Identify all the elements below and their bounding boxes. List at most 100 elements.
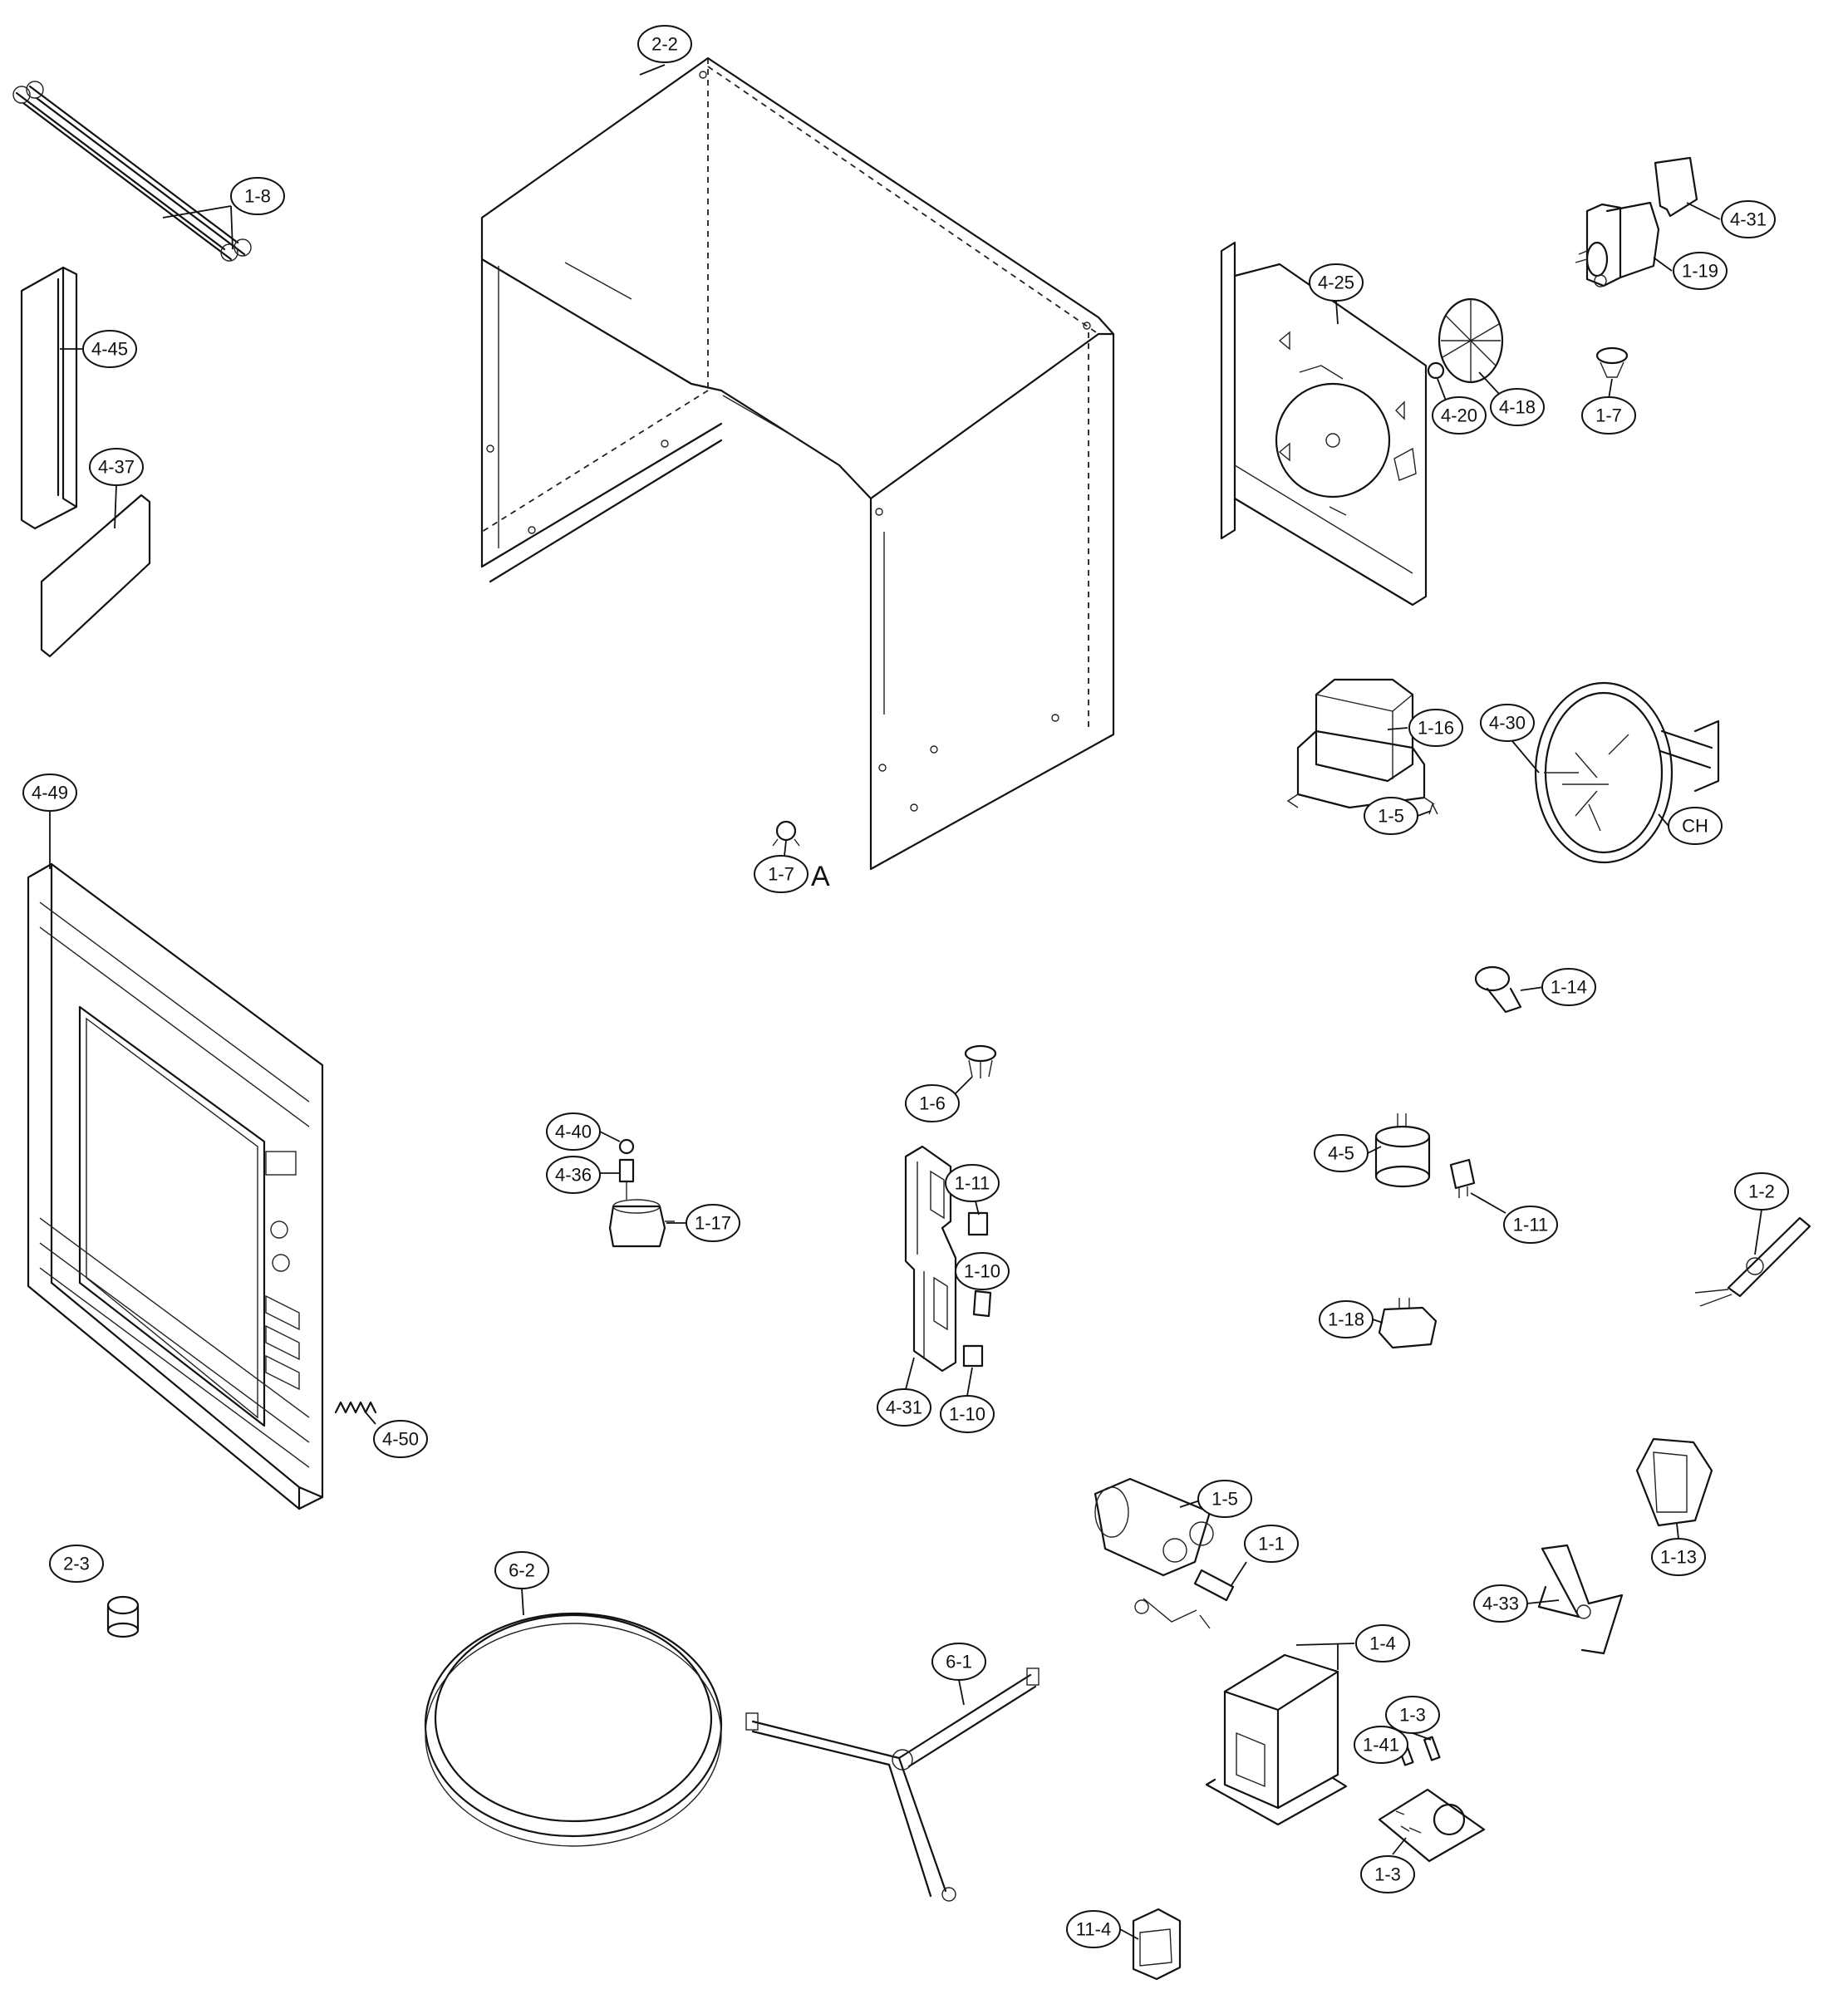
cabinet-foot (106, 1595, 140, 1638)
cabinet-screw-holes (486, 71, 1091, 812)
svg-text:1-8: 1-8 (244, 186, 271, 207)
svg-text:1-16: 1-16 (1418, 718, 1454, 739)
callout-1-41: 1-41 (1354, 1726, 1408, 1764)
convection-fan (1427, 297, 1504, 384)
svg-text:CH: CH (1682, 816, 1708, 837)
callout-11-4: 11-4 (1066, 1910, 1139, 1948)
svg-text:4-45: 4-45 (91, 339, 128, 360)
stirrer-motor (1374, 1113, 1431, 1188)
callout-1-10-b: 1-10 (940, 1367, 995, 1433)
marker-letter: A (811, 861, 830, 892)
svg-text:1-5: 1-5 (1212, 1489, 1238, 1510)
callout-4-18: 4-18 (1478, 371, 1545, 426)
callout-4-31-a: 4-31 (877, 1357, 931, 1427)
callout-1-7-a: 1-7 A (754, 840, 830, 893)
heater-tubes (12, 81, 252, 262)
svg-text:1-11: 1-11 (955, 1173, 990, 1194)
svg-text:1-6: 1-6 (919, 1093, 946, 1114)
callout-1-3-b: 1-3 (1360, 1837, 1415, 1893)
svg-text:1-11: 1-11 (1513, 1215, 1548, 1235)
callout-4-50: 4-50 (365, 1412, 428, 1458)
callout-1-14: 1-14 (1520, 968, 1596, 1006)
svg-text:6-2: 6-2 (509, 1560, 535, 1581)
callout-4-37: 4-37 (89, 448, 144, 529)
fan-motor (1575, 201, 1660, 287)
callout-2-3: 2-3 (49, 1545, 104, 1583)
side-cover (20, 266, 78, 530)
cooling-fan-motor (1635, 1437, 1713, 1527)
callout-1-7-b: 1-7 (1581, 378, 1636, 435)
latch-bracket (904, 1145, 957, 1373)
callout-1-11-a: 1-11 (945, 1164, 1000, 1216)
svg-text:4-40: 4-40 (555, 1122, 592, 1142)
callout-1-1: 1-1 (1231, 1525, 1299, 1586)
callout-4-33: 4-33 (1473, 1584, 1560, 1623)
callout-1-5-a: 1-5 (1364, 797, 1432, 835)
callout-1-3-a: 1-3 (1385, 1696, 1440, 1741)
callout-4-30: 4-30 (1480, 704, 1540, 774)
callout-1-4: 1-4 (1295, 1624, 1410, 1670)
callouts: 2-2 1-8 4-45 4-37 4-49 4-50 (22, 25, 1789, 1948)
callout-4-5: 4-5 (1314, 1134, 1382, 1172)
callout-ch: CH (1658, 807, 1723, 845)
svg-text:1-13: 1-13 (1660, 1547, 1697, 1568)
callout-1-16: 1-16 (1387, 709, 1463, 747)
callout-2-2: 2-2 (637, 25, 692, 76)
svg-text:6-1: 6-1 (946, 1652, 972, 1672)
callout-6-1: 6-1 (931, 1643, 986, 1706)
svg-text:1-2: 1-2 (1748, 1181, 1775, 1202)
svg-text:1-14: 1-14 (1551, 977, 1587, 998)
svg-text:4-37: 4-37 (98, 457, 135, 478)
relay-right (1449, 1158, 1476, 1198)
outer-cabinet (480, 56, 1115, 871)
svg-text:4-31: 4-31 (1730, 209, 1767, 230)
callout-4-31-b: 4-31 (1686, 200, 1776, 238)
noise-filter (1132, 1908, 1182, 1981)
svg-text:1-3: 1-3 (1399, 1705, 1426, 1726)
cooling-fan-blade (1537, 1544, 1624, 1655)
svg-text:4-31: 4-31 (886, 1397, 922, 1418)
callout-4-45: 4-45 (60, 330, 137, 368)
cover-plate (40, 494, 151, 658)
svg-text:1-1: 1-1 (1258, 1534, 1285, 1554)
thermostat-center (964, 1044, 997, 1078)
svg-text:1-18: 1-18 (1328, 1309, 1364, 1330)
svg-text:4-50: 4-50 (382, 1429, 419, 1450)
svg-text:4-18: 4-18 (1499, 397, 1536, 418)
svg-text:1-10: 1-10 (964, 1261, 1000, 1282)
oven-lamp (1474, 965, 1522, 1014)
motor-shield (1654, 156, 1698, 218)
callout-6-2: 6-2 (494, 1551, 549, 1616)
svg-text:1-41: 1-41 (1363, 1735, 1399, 1756)
callout-1-5-b: 1-5 (1179, 1480, 1252, 1518)
callout-4-40: 4-40 (546, 1112, 621, 1151)
callout-1-8: 1-8 (162, 177, 285, 250)
svg-text:1-7: 1-7 (1595, 405, 1622, 426)
svg-text:1-3: 1-3 (1374, 1864, 1401, 1885)
timer-motor (1378, 1298, 1438, 1349)
callout-1-2: 1-2 (1734, 1172, 1789, 1255)
svg-text:4-36: 4-36 (555, 1165, 592, 1186)
callout-1-6: 1-6 (905, 1076, 973, 1122)
svg-text:1-7: 1-7 (768, 864, 794, 885)
convection-heater (1534, 681, 1720, 864)
thermostat-right (1595, 346, 1629, 378)
callout-1-19: 1-19 (1653, 252, 1728, 290)
callout-4-20: 4-20 (1432, 378, 1487, 435)
back-plate (1220, 241, 1428, 607)
hv-capacitor (1094, 1477, 1214, 1577)
svg-text:4-5: 4-5 (1328, 1143, 1354, 1164)
svg-text:4-20: 4-20 (1441, 405, 1477, 426)
callout-1-13: 1-13 (1651, 1523, 1706, 1576)
svg-text:4-49: 4-49 (32, 783, 68, 803)
callout-4-36: 4-36 (546, 1156, 620, 1194)
fuse-holder (1694, 1216, 1811, 1307)
oven-door (27, 862, 324, 1510)
hv-transformer (1205, 1653, 1348, 1826)
callout-1-18: 1-18 (1319, 1300, 1384, 1338)
magnetron (1286, 678, 1438, 815)
svg-text:1-4: 1-4 (1369, 1633, 1396, 1654)
svg-text:11-4: 11-4 (1076, 1919, 1111, 1940)
thermal-cutout-a (772, 820, 800, 847)
svg-text:1-17: 1-17 (695, 1213, 731, 1234)
